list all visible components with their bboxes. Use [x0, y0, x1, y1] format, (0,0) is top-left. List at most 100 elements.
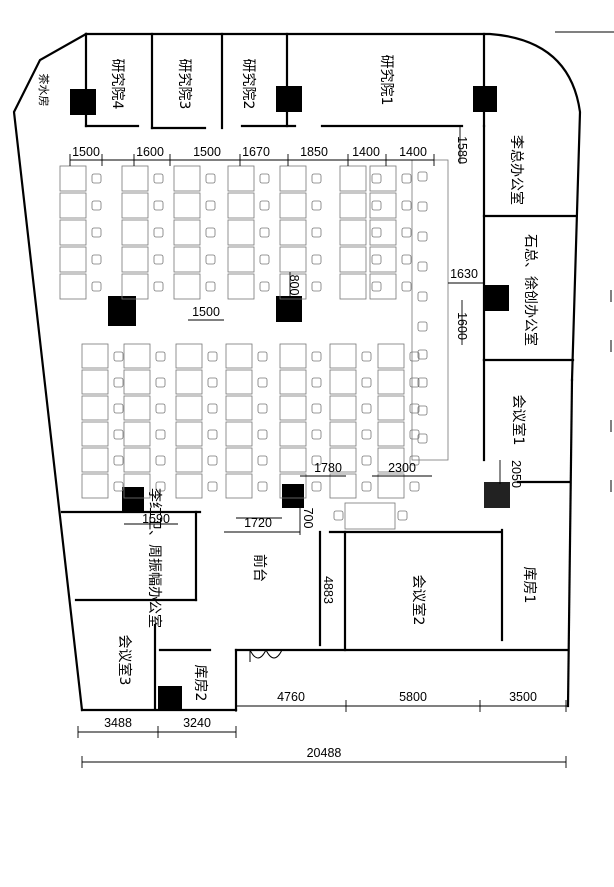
- desk: [369, 165, 397, 192]
- desk: [173, 273, 201, 300]
- chair: [311, 455, 322, 466]
- chair: [91, 254, 102, 265]
- chair: [155, 455, 166, 466]
- chair: [409, 455, 420, 466]
- desk: [175, 421, 203, 447]
- dim-label: 1630: [450, 267, 478, 281]
- chair: [361, 403, 372, 414]
- dim-label: 800: [287, 275, 301, 296]
- chair: [371, 254, 382, 265]
- long-bench: [411, 159, 449, 461]
- chair: [371, 227, 382, 238]
- desk: [123, 447, 151, 473]
- chair: [311, 377, 322, 388]
- chair: [361, 429, 372, 440]
- chair: [311, 281, 322, 292]
- chair: [207, 377, 218, 388]
- chair: [91, 173, 102, 184]
- desk: [173, 192, 201, 219]
- chair: [257, 403, 268, 414]
- column: [276, 86, 302, 112]
- chair: [205, 281, 216, 292]
- column: [108, 296, 136, 326]
- chair: [207, 403, 218, 414]
- desk: [339, 192, 367, 219]
- chair: [417, 291, 428, 302]
- desk: [81, 473, 109, 499]
- interior-walls: [60, 32, 577, 710]
- desk: [377, 343, 405, 369]
- desk: [121, 246, 149, 273]
- chair: [207, 455, 218, 466]
- chair: [205, 254, 216, 265]
- room-label-lab4: 研究院4: [109, 59, 125, 110]
- chair: [361, 377, 372, 388]
- desk: [279, 447, 307, 473]
- desk: [123, 421, 151, 447]
- desk: [121, 273, 149, 300]
- desk: [377, 395, 405, 421]
- chair: [259, 227, 270, 238]
- chair: [257, 351, 268, 362]
- chair: [153, 227, 164, 238]
- dim-label: 3500: [509, 690, 537, 704]
- column: [282, 484, 304, 508]
- desk: [225, 395, 253, 421]
- chair: [207, 351, 218, 362]
- workstations: [59, 159, 449, 530]
- desk: [279, 395, 307, 421]
- room-label-office-li: 李总办公室: [508, 135, 525, 205]
- desk: [175, 447, 203, 473]
- chair: [361, 481, 372, 492]
- desk: [227, 192, 255, 219]
- desk: [279, 192, 307, 219]
- chair: [311, 254, 322, 265]
- desk: [173, 246, 201, 273]
- desk: [59, 246, 87, 273]
- columns: [70, 86, 510, 710]
- desk: [225, 447, 253, 473]
- room-label-storage1: 库房1: [521, 567, 537, 604]
- desk: [339, 219, 367, 246]
- dim-label: 1400: [352, 145, 380, 159]
- column: [276, 296, 302, 322]
- desk: [227, 165, 255, 192]
- desk: [123, 473, 151, 499]
- chair: [417, 321, 428, 332]
- desk: [329, 343, 357, 369]
- desk: [377, 447, 405, 473]
- desk: [339, 165, 367, 192]
- desk: [279, 273, 307, 300]
- chair: [311, 429, 322, 440]
- desk: [279, 165, 307, 192]
- desk: [225, 421, 253, 447]
- chair: [417, 405, 428, 416]
- desk: [329, 473, 357, 499]
- chair: [91, 227, 102, 238]
- chair: [417, 231, 428, 242]
- desk: [369, 246, 397, 273]
- desk: [339, 246, 367, 273]
- room-labels: 研究院4 研究院3 研究院2 研究院1 茶水房 李总办公室 石总、徐创办公室 会…: [37, 55, 539, 702]
- dimension-labels: 1500 1600 1500 1670 1850 1400 1400 1580 …: [72, 136, 537, 760]
- chair: [401, 200, 412, 211]
- desk: [59, 273, 87, 300]
- chair: [155, 377, 166, 388]
- desk: [377, 369, 405, 395]
- desk: [227, 219, 255, 246]
- dim-label: 1500: [72, 145, 100, 159]
- column: [70, 89, 96, 115]
- desk: [227, 246, 255, 273]
- chair: [371, 173, 382, 184]
- chair: [205, 227, 216, 238]
- chair: [311, 481, 322, 492]
- chair: [259, 200, 270, 211]
- outer-wall-right: [566, 378, 574, 708]
- chair: [333, 510, 344, 521]
- chair: [91, 281, 102, 292]
- room-label-lab3: 研究院3: [176, 59, 192, 110]
- chair: [155, 351, 166, 362]
- chair: [371, 200, 382, 211]
- dim-label: 1720: [244, 516, 272, 530]
